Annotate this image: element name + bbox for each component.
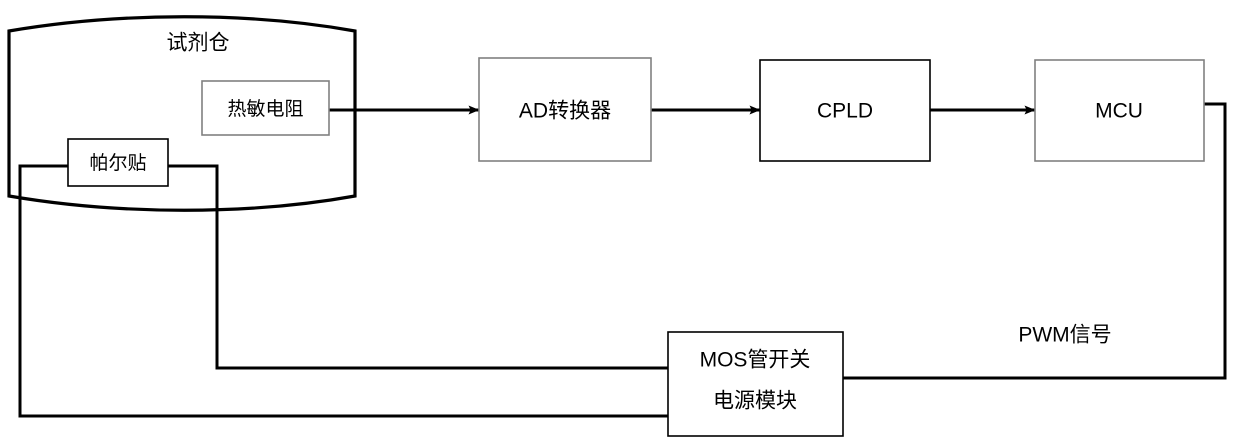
node-mcu[interactable]: MCU bbox=[1034, 59, 1205, 162]
node-thermistor-box[interactable] bbox=[201, 80, 330, 136]
node-cpld[interactable]: CPLD bbox=[759, 59, 931, 162]
arrow-mcu-to-mos-pwm bbox=[832, 102, 1227, 383]
edge-label-pwm-signal: PWM信号 bbox=[1018, 324, 1111, 347]
node-cpld-box[interactable] bbox=[759, 59, 931, 162]
node-thermistor[interactable]: 热敏电阻 bbox=[201, 80, 330, 136]
node-ad-converter-label: AD转换器 bbox=[519, 100, 611, 123]
node-mcu-box[interactable] bbox=[1034, 59, 1205, 162]
node-ad-converter[interactable]: AD转换器 bbox=[478, 57, 652, 162]
node-ad-converter-box[interactable] bbox=[478, 57, 652, 162]
wire-peltier-right-to-mos bbox=[168, 164, 668, 370]
node-mos-power-module-label-line1: MOS管开关 bbox=[700, 349, 811, 372]
node-peltier[interactable]: 帕尔贴 bbox=[67, 138, 169, 187]
reagent-chamber-outline bbox=[7, 15, 357, 212]
node-mos-power-module-label-line2: 电源模块 bbox=[713, 390, 797, 413]
wire-peltier-left-to-mos bbox=[18, 164, 668, 418]
node-mos-power-module-box[interactable] bbox=[667, 331, 844, 437]
node-peltier-label: 帕尔贴 bbox=[89, 152, 146, 174]
node-mos-power-module[interactable]: MOS管开关 电源模块 bbox=[667, 331, 844, 437]
node-peltier-box[interactable] bbox=[67, 138, 169, 187]
node-cpld-label: CPLD bbox=[817, 100, 873, 123]
node-mcu-label: MCU bbox=[1095, 100, 1143, 123]
node-thermistor-label: 热敏电阻 bbox=[227, 98, 303, 120]
reagent-chamber-title: 试剂仓 bbox=[167, 32, 230, 55]
